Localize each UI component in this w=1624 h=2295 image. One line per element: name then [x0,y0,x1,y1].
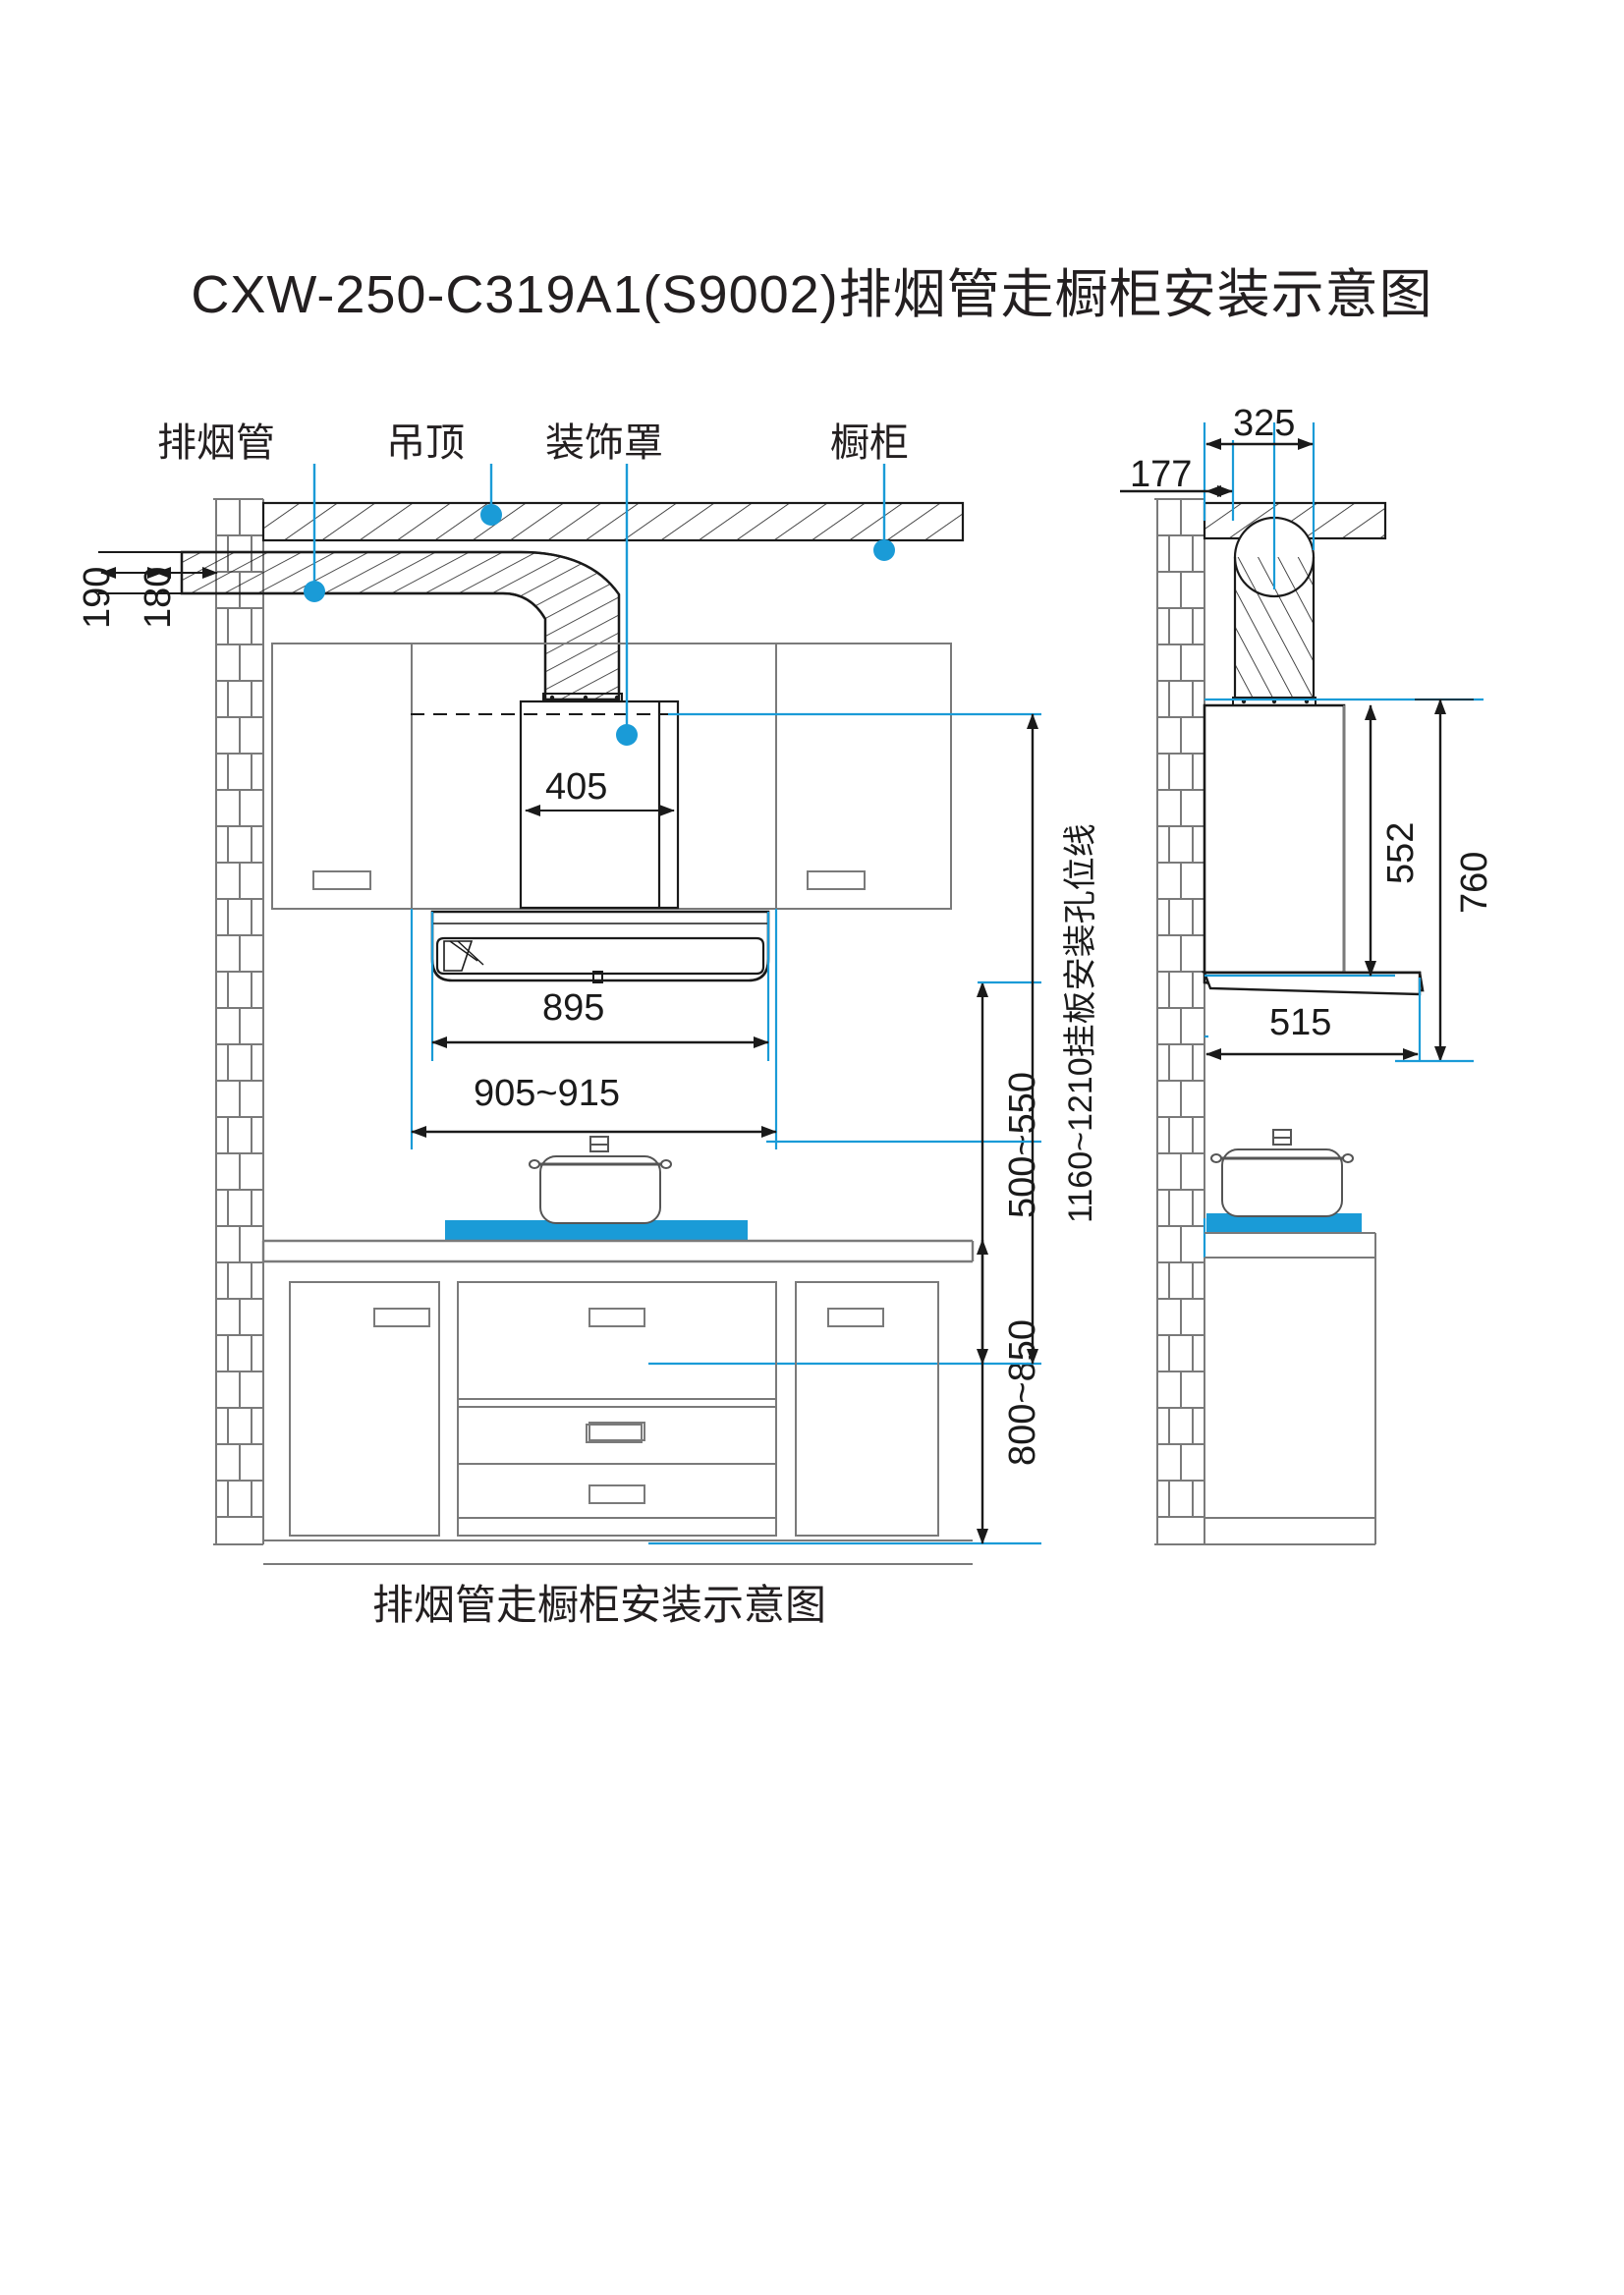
exhaust-duct-front [180,550,623,702]
range-hood-side [1201,703,1425,992]
base-drawer-dividers [458,1406,776,1465]
base-cabinet-side [1204,1232,1376,1545]
callout-dot-cabinet [873,539,895,561]
callout-label-duct: 排烟管 [157,421,275,465]
dim-515-label: 515 [1269,1002,1332,1043]
ceiling-slab-front [261,501,965,542]
dim-325-label: 325 [1233,403,1296,444]
dim-895-label: 895 [542,987,605,1029]
base-cabinets-front [263,1281,973,1565]
wall-brick-front [213,498,264,1545]
callout-dot-duct [304,581,325,602]
page-title: CXW-250-C319A1(S9002)排烟管走橱柜安装示意图 [191,265,1433,324]
callout-label-decor-cover: 装饰罩 [545,421,663,465]
cooktop-side [1206,1213,1362,1233]
upper-cabinet-right-front [775,643,952,910]
callout-label-ceiling: 吊顶 [386,421,465,465]
dim-177-label: 177 [1130,454,1193,495]
dim-905-915-label: 905~915 [474,1073,620,1114]
countertop-front [261,1239,975,1263]
dim-405-label: 405 [545,766,608,808]
wall-brick-side [1154,498,1205,1545]
callout-dots-front [304,504,895,746]
range-hood-front [430,910,770,983]
callout-label-cabinet: 橱柜 [830,421,909,465]
dim-190-180-front [98,551,324,594]
upper-cabinet-left-front [271,643,413,910]
dim-760-side [1395,699,1474,1063]
extension-lines-front [410,712,1041,1545]
cooktop-front [445,1220,748,1242]
cooking-pot-side [1210,1129,1354,1217]
decorative-cover-front [519,700,680,910]
callout-dot-ceiling [480,504,502,526]
cooking-pot-front [529,1136,672,1224]
figure-caption: 排烟管走橱柜安装示意图 [371,1582,826,1628]
base-cabinet-drawer-handles [588,1422,645,1504]
callout-dot-decor-cover [616,724,638,746]
